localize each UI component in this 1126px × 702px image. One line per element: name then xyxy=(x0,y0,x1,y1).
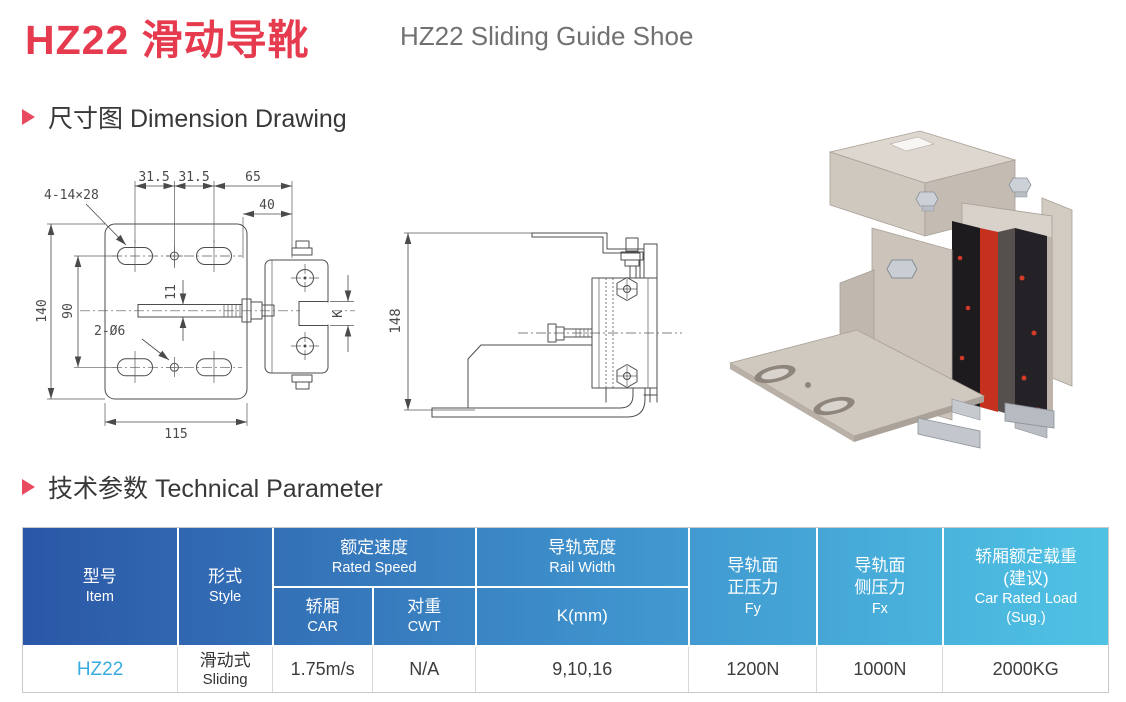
dimension-drawing-side-view: 148 xyxy=(388,232,682,418)
dim-label-11: 11 xyxy=(164,284,179,300)
product-photo-image xyxy=(728,130,1073,449)
col-header-car: 轿厢 CAR xyxy=(271,586,374,647)
col-header-k: K(mm) xyxy=(474,586,690,647)
col-header-fx: 导轨面 侧压力 Fx xyxy=(815,528,944,647)
cell-fy: 1200N xyxy=(688,646,818,692)
section-heading-dimension-label: 尺寸图 Dimension Drawing xyxy=(48,105,347,133)
col-header-style: 形式 Style xyxy=(176,528,274,647)
cell-cwt-speed: N/A xyxy=(372,646,477,692)
page-title: HZ22 滑动导靴 xyxy=(25,17,310,63)
section-heading-dimension: 尺寸图 Dimension Drawing xyxy=(22,99,347,135)
dim-label-31-5-mid: 31.5 xyxy=(178,170,209,185)
cell-load: 2000KG xyxy=(942,646,1108,692)
parameter-table: 型号 Item 形式 Style 额定速度 Rated Speed 导轨宽度 R… xyxy=(23,528,1108,692)
cell-fx: 1000N xyxy=(816,646,944,692)
callout-slots: 4-14×28 xyxy=(44,188,99,203)
triangle-bullet-icon xyxy=(22,479,35,495)
section-heading-technical-label: 技术参数 Technical Parameter xyxy=(48,475,383,503)
col-header-rail-width: 导轨宽度 Rail Width xyxy=(474,528,690,588)
col-header-load: 轿厢额定载重 (建议) Car Rated Load (Sug.) xyxy=(941,528,1108,647)
col-header-fy: 导轨面 正压力 Fy xyxy=(687,528,818,647)
dim-label-90: 90 xyxy=(61,303,76,319)
col-header-rated-speed: 额定速度 Rated Speed xyxy=(271,528,477,588)
parameter-table-container: 型号 Item 形式 Style 额定速度 Rated Speed 导轨宽度 R… xyxy=(22,527,1109,693)
dim-label-k: K xyxy=(331,310,346,318)
callout-holes: 2-Ø6 xyxy=(94,324,125,339)
section-heading-technical: 技术参数 Technical Parameter xyxy=(22,469,383,505)
dimension-drawing-front-view: 31.5 31.5 65 40 140 90 11 4-14×28 2-Ø6 K… xyxy=(35,170,355,442)
dim-label-115: 115 xyxy=(164,427,187,442)
triangle-bullet-icon xyxy=(22,109,35,125)
col-header-cwt: 对重 CWT xyxy=(371,586,477,647)
col-header-item: 型号 Item xyxy=(23,528,179,647)
dim-label-31-5-left: 31.5 xyxy=(138,170,169,185)
dim-label-148: 148 xyxy=(388,308,404,333)
dim-label-140: 140 xyxy=(35,299,50,322)
table-row: HZ22 滑动式 Sliding 1.75m/s N/A 9,10,16 120… xyxy=(23,646,1108,692)
cell-car-speed: 1.75m/s xyxy=(272,646,374,692)
page-title-english: HZ22 Sliding Guide Shoe xyxy=(400,21,694,51)
cell-k-values: 9,10,16 xyxy=(475,646,690,692)
dim-label-65: 65 xyxy=(245,170,261,185)
dim-label-40: 40 xyxy=(259,198,275,213)
cell-item: HZ22 xyxy=(23,646,179,692)
cell-style: 滑动式 Sliding xyxy=(177,646,274,692)
